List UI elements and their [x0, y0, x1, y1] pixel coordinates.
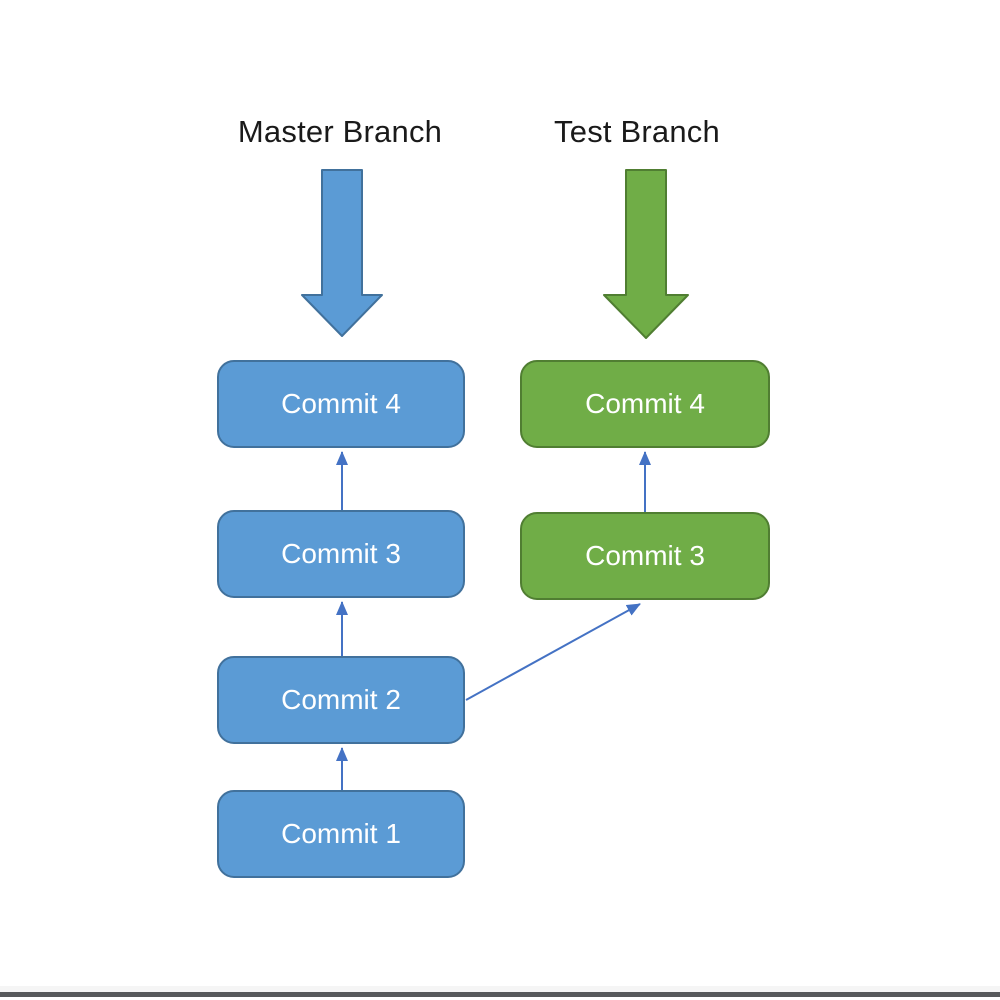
master-commit-4-node: Commit 4 — [217, 360, 465, 448]
footer-light-strip — [0, 986, 1000, 992]
test-commit-4-node: Commit 4 — [520, 360, 770, 448]
commit-label: Commit 4 — [281, 388, 401, 419]
test-branch-arrow-icon — [603, 169, 689, 339]
master-branch-title: Master Branch — [237, 114, 443, 149]
master-commit-3-node: Commit 3 — [217, 510, 465, 598]
master-branch-arrow-icon — [301, 169, 383, 337]
master-commit-2-node: Commit 2 — [217, 656, 465, 744]
commit-label: Commit 3 — [281, 538, 401, 569]
master-commit-1-node: Commit 1 — [217, 790, 465, 878]
commit-label: Commit 1 — [281, 818, 401, 849]
footer-divider-bar — [0, 992, 1000, 997]
commit-label: Commit 4 — [585, 388, 705, 419]
connector-branch-commit2-to-test-commit3 — [465, 603, 641, 701]
commit-label: Commit 3 — [585, 540, 705, 571]
test-branch-title: Test Branch — [554, 114, 720, 149]
test-commit-3-node: Commit 3 — [520, 512, 770, 600]
commit-label: Commit 2 — [281, 684, 401, 715]
